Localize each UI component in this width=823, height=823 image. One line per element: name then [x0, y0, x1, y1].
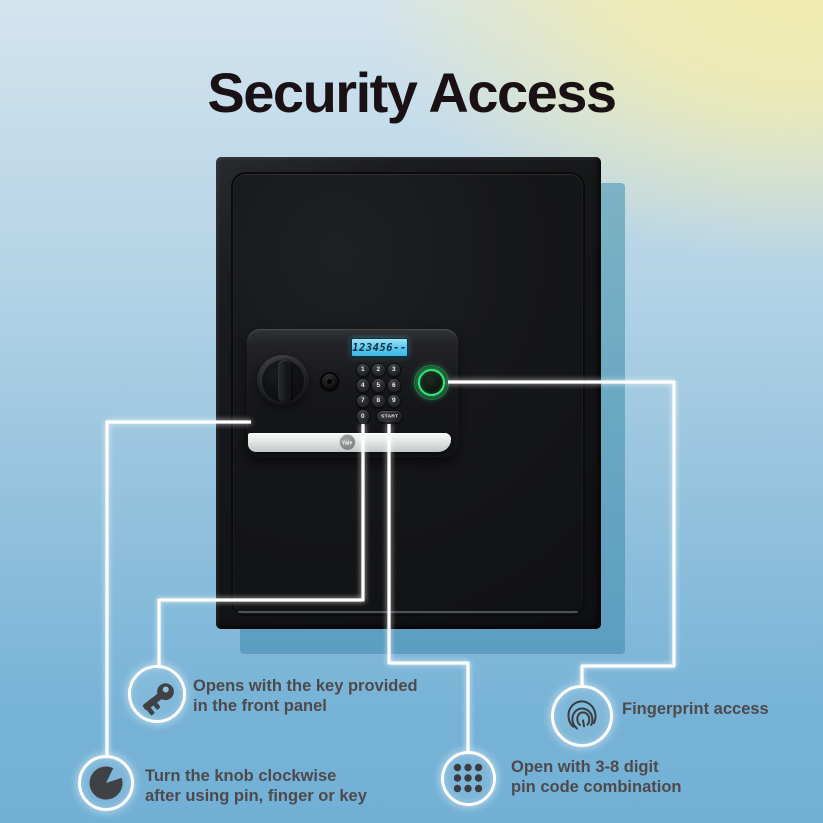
start-button[interactable]: START: [375, 409, 403, 424]
callout-circle-knob: [78, 755, 134, 811]
keypad-key-0[interactable]: 0: [355, 409, 371, 424]
yale-logo-label: Yale: [341, 439, 353, 446]
fingerprint-icon: [567, 700, 597, 730]
callout-text-key: Opens with the key provided in the front…: [193, 676, 418, 716]
key-lock-pin: [326, 378, 332, 384]
keypad-key-8[interactable]: 8: [371, 393, 386, 408]
keypad-key-3[interactable]: 3: [386, 362, 401, 377]
yale-logo: Yale: [338, 434, 356, 451]
page-title: Security Access: [207, 61, 617, 124]
knob-handle[interactable]: [278, 360, 291, 402]
fingerprint-sensor[interactable]: [417, 368, 445, 396]
callout-text-fingerprint: Fingerprint access: [622, 699, 769, 719]
callout-text-pin-line1: Open with 3-8 digit: [511, 758, 659, 776]
keypad-key-1[interactable]: 1: [355, 362, 370, 377]
callout-text-fingerprint-line1: Fingerprint access: [622, 700, 769, 718]
callout-circle-key: [128, 665, 186, 723]
keypad-key-2[interactable]: 2: [371, 362, 386, 377]
keypad-key-5[interactable]: 5: [371, 378, 386, 393]
door-bottom-highlight: [238, 611, 578, 613]
key-icon: [142, 683, 174, 716]
keypad-key-6[interactable]: 6: [386, 378, 401, 393]
rotary-knob[interactable]: [257, 355, 309, 407]
callout-text-key-line2: in the front panel: [193, 697, 327, 715]
callout-text-key-line1: Opens with the key provided: [193, 677, 418, 695]
keypad: 1 2 3 4 5 6 7 8 9: [355, 362, 402, 409]
knob-icon: [89, 766, 123, 800]
pin-pad-icon: [453, 763, 483, 793]
callout-text-knob-line2: after using pin, finger or key: [145, 787, 367, 805]
callout-circle-fingerprint: [551, 685, 613, 747]
lcd-display: 123456--: [351, 338, 408, 357]
keypad-key-4[interactable]: 4: [355, 378, 370, 393]
callout-circle-pin: [440, 750, 496, 806]
control-panel: 123456-- 1 2 3 4 5 6 7 8 9 0 START Yale: [247, 329, 458, 457]
keypad-key-9[interactable]: 9: [386, 393, 401, 408]
keypad-key-7[interactable]: 7: [355, 393, 370, 408]
callout-text-knob: Turn the knob clockwise after using pin,…: [145, 766, 367, 806]
callout-text-knob-line1: Turn the knob clockwise: [145, 767, 337, 785]
brand-bar: Yale: [248, 433, 451, 452]
start-button-label: START: [380, 413, 398, 420]
key-lock[interactable]: [319, 371, 339, 391]
callout-text-pin: Open with 3-8 digit pin code combination: [511, 757, 682, 797]
callout-text-pin-line2: pin code combination: [511, 778, 682, 796]
